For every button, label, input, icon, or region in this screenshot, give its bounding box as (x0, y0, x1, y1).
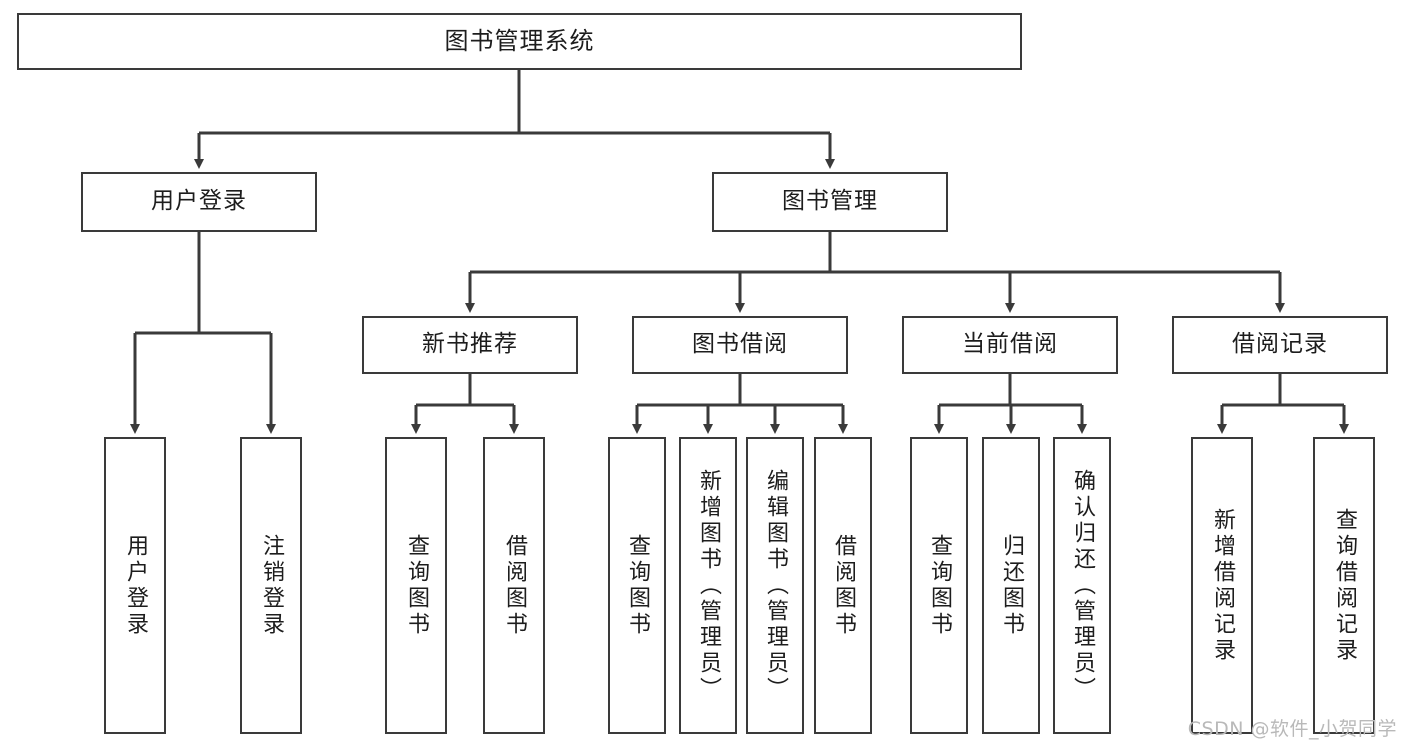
leaf-query-book-current-label: 查询图书 (927, 533, 952, 638)
leaf-edit-book[interactable]: 编辑图书（管理员） (746, 437, 804, 734)
leaf-borrow-book-recommend[interactable]: 借阅图书 (483, 437, 545, 734)
csdn-watermark: CSDN @软件_小贺同学 (1187, 718, 1397, 740)
leaf-query-book-borrow-label: 查询图书 (625, 533, 650, 638)
node-borrow-record[interactable]: 借阅记录 (1172, 316, 1388, 374)
leaf-query-record[interactable]: 查询借阅记录 (1313, 437, 1375, 734)
leaf-query-book-recommend[interactable]: 查询图书 (385, 437, 447, 734)
leaf-logout-label: 注销登录 (259, 533, 284, 638)
leaf-edit-book-label: 编辑图书（管理员） (763, 468, 788, 703)
leaf-confirm-return-label: 确认归还（管理员） (1070, 468, 1095, 703)
leaf-add-book[interactable]: 新增图书（管理员） (679, 437, 737, 734)
node-borrow-record-label: 借阅记录 (1232, 331, 1328, 358)
leaf-return-book[interactable]: 归还图书 (982, 437, 1040, 734)
node-user-login-label: 用户登录 (151, 188, 247, 215)
leaf-borrow-book-recommend-label: 借阅图书 (502, 533, 527, 638)
leaf-query-book-borrow[interactable]: 查询图书 (608, 437, 666, 734)
node-book-manage-label: 图书管理 (782, 188, 878, 215)
node-book-borrow-label: 图书借阅 (692, 331, 788, 358)
leaf-query-book-recommend-label: 查询图书 (404, 533, 429, 638)
node-user-login[interactable]: 用户登录 (81, 172, 317, 232)
node-current-borrow[interactable]: 当前借阅 (902, 316, 1118, 374)
leaf-add-book-label: 新增图书（管理员） (696, 468, 721, 703)
leaf-add-record[interactable]: 新增借阅记录 (1191, 437, 1253, 734)
leaf-borrow-book-label: 借阅图书 (831, 533, 856, 638)
leaf-confirm-return[interactable]: 确认归还（管理员） (1053, 437, 1111, 734)
node-book-borrow[interactable]: 图书借阅 (632, 316, 848, 374)
leaf-logout[interactable]: 注销登录 (240, 437, 302, 734)
leaf-borrow-book[interactable]: 借阅图书 (814, 437, 872, 734)
leaf-query-book-current[interactable]: 查询图书 (910, 437, 968, 734)
node-new-book-recommend[interactable]: 新书推荐 (362, 316, 578, 374)
leaf-user-login[interactable]: 用户登录 (104, 437, 166, 734)
node-book-manage[interactable]: 图书管理 (712, 172, 948, 232)
node-root[interactable]: 图书管理系统 (17, 13, 1022, 70)
node-root-label: 图书管理系统 (444, 27, 595, 56)
node-current-borrow-label: 当前借阅 (962, 331, 1058, 358)
leaf-query-record-label: 查询借阅记录 (1332, 507, 1357, 664)
leaf-return-book-label: 归还图书 (999, 533, 1024, 638)
leaf-add-record-label: 新增借阅记录 (1210, 507, 1235, 664)
node-new-book-recommend-label: 新书推荐 (422, 331, 518, 358)
leaf-user-login-label: 用户登录 (123, 533, 148, 638)
